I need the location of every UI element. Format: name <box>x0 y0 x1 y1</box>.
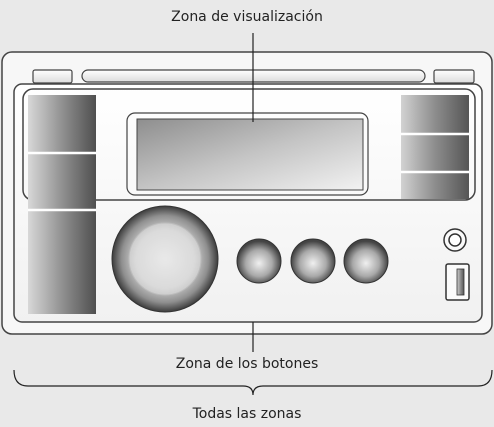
volume-knob-cap <box>128 222 202 296</box>
right-side-button-stack <box>401 95 469 199</box>
left-side-button-stack <box>28 95 96 314</box>
round-button-3 <box>343 238 389 284</box>
all-zones-label: Todas las zonas <box>192 406 302 422</box>
round-button-1 <box>236 238 282 284</box>
usb-port-slot <box>456 268 465 296</box>
top-left-small-button <box>32 69 73 84</box>
display-zone-label: Zona de visualización <box>171 9 323 25</box>
buttons-zone-label: Zona de los botones <box>175 356 319 372</box>
all-zones-brace <box>13 369 493 396</box>
top-right-small-button <box>433 69 475 84</box>
display-zone-outline <box>22 88 476 201</box>
display-inner-frame <box>126 112 369 196</box>
round-button-2 <box>290 238 336 284</box>
aux-jack-inner <box>448 233 462 247</box>
display-screen <box>136 118 364 191</box>
